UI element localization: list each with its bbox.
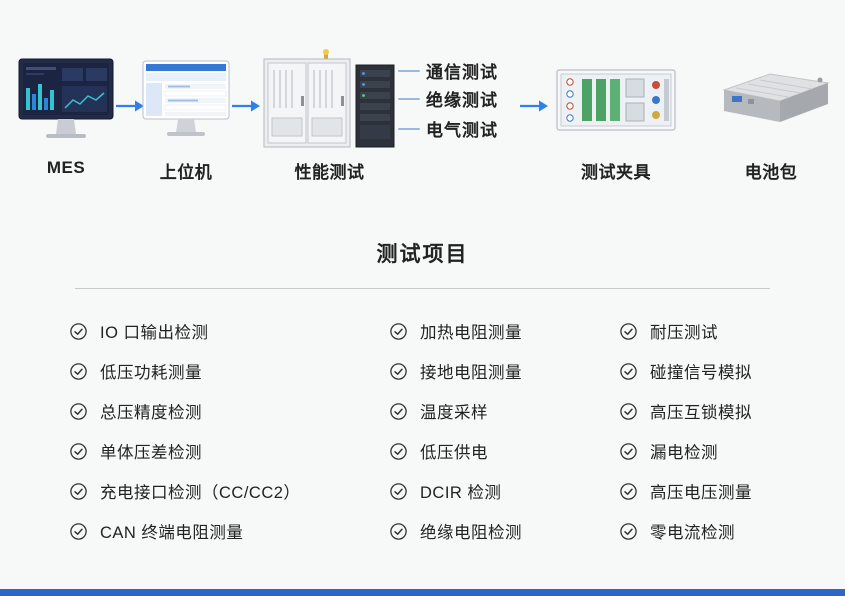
- title-divider: [75, 288, 770, 289]
- list-item: 温度采样: [390, 391, 620, 431]
- test-line-label: 绝缘测试: [426, 91, 498, 110]
- checkmark-circle-icon: [390, 322, 407, 340]
- list-item: 充电接口检测（CC/CC2）: [70, 471, 390, 511]
- checkmark-circle-icon: [620, 362, 637, 380]
- list-item: 零电流检测: [620, 511, 815, 551]
- flow-label-mes: MES: [46, 158, 86, 177]
- mes-node: [18, 58, 114, 157]
- checkmark-circle-icon: [70, 402, 87, 420]
- arrow-icon: [520, 100, 548, 112]
- check-item-label: 温度采样: [420, 404, 488, 422]
- check-item-label: 单体压差检测: [100, 444, 202, 462]
- test-items-checklist: IO 口输出检测 低压功耗测量 总压精度检测 单体压差检测 充电接口检测（CC/…: [70, 311, 815, 551]
- test-line-label: 通信测试: [426, 63, 498, 82]
- connector-line: [398, 127, 420, 130]
- test-fixture-illustration: [556, 69, 676, 131]
- checkmark-circle-icon: [70, 362, 87, 380]
- check-item-label: 绝缘电阻检测: [420, 524, 522, 542]
- list-item: 高压互锁模拟: [620, 391, 815, 431]
- check-item-label: 低压供电: [420, 444, 488, 462]
- check-item-label: IO 口输出检测: [100, 324, 209, 342]
- bottom-accent-bar: [0, 589, 845, 596]
- checkmark-circle-icon: [620, 322, 637, 340]
- check-item-label: 漏电检测: [650, 444, 718, 462]
- checklist-column-2: 加热电阻测量 接地电阻测量 温度采样 低压供电 DCIR 检测 绝缘电阻检测: [390, 311, 620, 551]
- list-item: 耐压测试: [620, 311, 815, 351]
- checkmark-circle-icon: [620, 522, 637, 540]
- test-fixture-node: [556, 69, 676, 136]
- checkmark-circle-icon: [390, 362, 407, 380]
- list-item: 碰撞信号模拟: [620, 351, 815, 391]
- list-item: IO 口输出检测: [70, 311, 390, 351]
- test-line-label: 电气测试: [426, 121, 498, 140]
- test-line-insulation: 绝缘测试: [398, 86, 498, 111]
- list-item: 高压电压测量: [620, 471, 815, 511]
- checkmark-circle-icon: [620, 402, 637, 420]
- checkmark-circle-icon: [620, 442, 637, 460]
- list-item: 单体压差检测: [70, 431, 390, 471]
- test-cabinet-illustration: [263, 49, 395, 148]
- connector-line: [398, 69, 420, 72]
- flow-label-battery-pack: 电池包: [744, 163, 798, 182]
- battery-pack-illustration: [722, 73, 830, 122]
- check-item-label: DCIR 检测: [420, 484, 502, 502]
- check-item-label: 低压功耗测量: [100, 364, 202, 382]
- list-item: 总压精度检测: [70, 391, 390, 431]
- check-item-label: 充电接口检测（CC/CC2）: [100, 484, 301, 502]
- check-item-label: 零电流检测: [650, 524, 735, 542]
- mes-monitor-illustration: [18, 58, 114, 138]
- checkmark-circle-icon: [390, 482, 407, 500]
- list-item: 接地电阻测量: [390, 351, 620, 391]
- checklist-column-3: 耐压测试 碰撞信号模拟 高压互锁模拟 漏电检测 高压电压测量 零电流检测: [620, 311, 815, 551]
- host-computer-node: [142, 60, 230, 157]
- flow-label-host: 上位机: [159, 163, 213, 182]
- checklist-column-1: IO 口输出检测 低压功耗测量 总压精度检测 单体压差检测 充电接口检测（CC/…: [70, 311, 390, 551]
- check-item-label: 耐压测试: [650, 324, 718, 342]
- check-item-label: 加热电阻测量: [420, 324, 522, 342]
- list-item: 绝缘电阻检测: [390, 511, 620, 551]
- performance-test-node: [262, 48, 397, 155]
- section-title: 测试项目: [376, 243, 469, 266]
- check-item-label: 高压电压测量: [650, 484, 752, 502]
- check-item-label: CAN 终端电阻测量: [100, 524, 244, 542]
- check-item-label: 总压精度检测: [100, 404, 202, 422]
- checkmark-circle-icon: [390, 442, 407, 460]
- checkmark-circle-icon: [70, 522, 87, 540]
- list-item: 低压供电: [390, 431, 620, 471]
- arrow-icon: [232, 100, 260, 112]
- check-item-label: 高压互锁模拟: [650, 404, 752, 422]
- checkmark-circle-icon: [70, 482, 87, 500]
- check-item-label: 碰撞信号模拟: [650, 364, 752, 382]
- checkmark-circle-icon: [70, 442, 87, 460]
- flow-label-fixture: 测试夹具: [581, 163, 651, 182]
- list-item: CAN 终端电阻测量: [70, 511, 390, 551]
- list-item: 低压功耗测量: [70, 351, 390, 391]
- flow-label-performance-test: 性能测试: [294, 163, 365, 182]
- arrow-icon: [116, 100, 144, 112]
- process-flow-diagram: MES 上位机: [0, 0, 845, 210]
- list-item: DCIR 检测: [390, 471, 620, 511]
- connector-line: [398, 97, 420, 100]
- check-item-label: 接地电阻测量: [420, 364, 522, 382]
- test-line-electrical: 电气测试: [398, 116, 498, 141]
- checkmark-circle-icon: [70, 322, 87, 340]
- test-line-communication: 通信测试: [398, 58, 498, 83]
- list-item: 漏电检测: [620, 431, 815, 471]
- host-computer-illustration: [142, 60, 230, 136]
- checkmark-circle-icon: [620, 482, 637, 500]
- checkmark-circle-icon: [390, 522, 407, 540]
- battery-pack-node: [708, 66, 834, 137]
- list-item: 加热电阻测量: [390, 311, 620, 351]
- checkmark-circle-icon: [390, 402, 407, 420]
